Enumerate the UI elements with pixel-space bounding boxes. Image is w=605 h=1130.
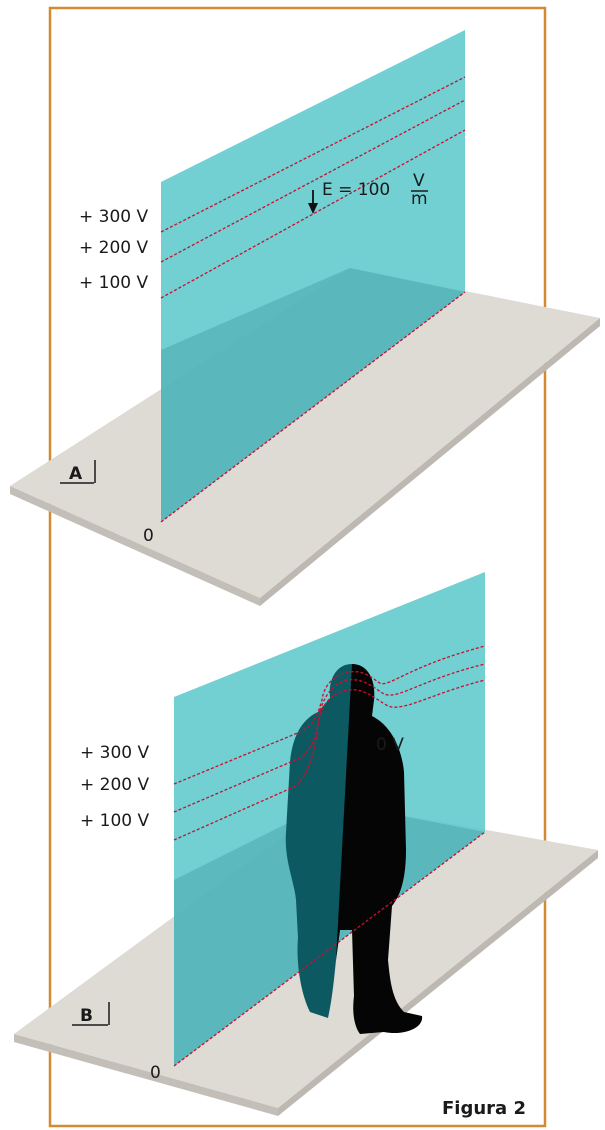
field-unit-numerator: V [413, 171, 425, 191]
ground-label-a: 0 [143, 526, 154, 546]
potential-label-200-b: + 200 V [80, 775, 149, 795]
field-strength-label: E = 100 [322, 180, 390, 200]
panel-tag-b: B [80, 1006, 93, 1026]
person-potential-label: 0 V [376, 735, 404, 755]
potential-label-200-a: + 200 V [79, 238, 148, 258]
potential-label-100-b: + 100 V [80, 811, 149, 831]
panel-b: 0 V + 300 V + 200 V + 100 V B 0 [14, 572, 598, 1116]
field-unit-denominator: m [411, 189, 428, 209]
ground-label-b: 0 [150, 1063, 161, 1083]
potential-label-300-b: + 300 V [80, 743, 149, 763]
figure-label: Figura 2 [442, 1098, 526, 1119]
panel-tag-a: A [69, 464, 83, 484]
potential-label-300-a: + 300 V [79, 207, 148, 227]
potential-label-100-a: + 100 V [79, 273, 148, 293]
panel-a: E = 100 V m + 300 V + 200 V + 100 V A 0 [10, 30, 600, 606]
